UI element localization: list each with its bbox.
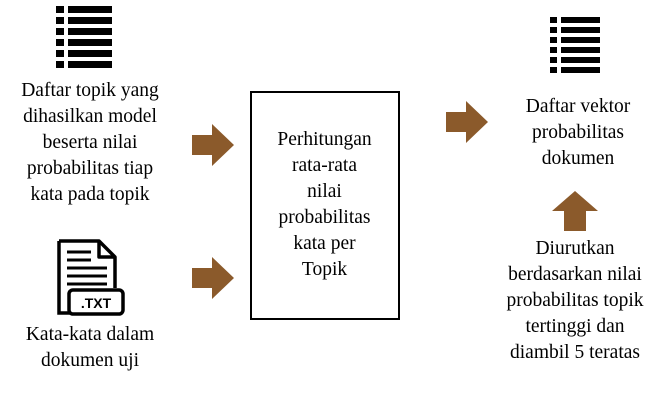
topic-line-2: dihasilkan model — [23, 106, 157, 127]
output-list-icon — [550, 17, 600, 73]
sorting-line-2: berdasarkan nilai — [508, 264, 642, 285]
document-line-1: Kata-kata dalam — [25, 324, 155, 345]
process-line-1: Perhitungan — [277, 129, 372, 150]
output-line-2: probabilitas — [531, 122, 625, 143]
process-box: Perhitungan rata-rata nilai probabilitas… — [250, 91, 400, 320]
txt-file-label: .TXT — [80, 295, 112, 311]
arrow-sorting-to-output — [552, 191, 598, 231]
topic-line-5: kata pada topik — [30, 184, 150, 205]
sorting-line-1: Diurutkan — [535, 238, 615, 259]
process-line-3: nilai — [307, 181, 342, 202]
arrow-topics-to-process — [192, 124, 234, 166]
arrow-document-to-process — [192, 257, 234, 299]
sorting-description: Diurutkan berdasarkan nilai probabilitas… — [485, 236, 665, 366]
topic-line-3: beserta nilai — [42, 132, 138, 153]
topic-line-4: probabilitas tiap — [26, 158, 154, 179]
output-description: Daftar vektor probabilitas dokumen — [493, 94, 663, 172]
process-text: Perhitungan rata-rata nilai probabilitas… — [252, 127, 397, 283]
process-line-2: rata-rata — [292, 155, 357, 176]
arrow-process-to-output — [446, 101, 488, 143]
process-line-6: Topik — [301, 259, 348, 280]
topic-list-description: Daftar topik yang dihasilkan model beser… — [0, 78, 180, 208]
sorting-line-4: tertinggi dan — [525, 316, 625, 337]
topic-list-icon — [56, 6, 112, 68]
topic-line-1: Daftar topik yang — [21, 80, 159, 101]
document-line-2: dokumen uji — [40, 350, 140, 371]
process-line-5: kata per — [293, 233, 356, 254]
process-line-4: probabilitas — [278, 207, 371, 228]
sorting-line-5: diambil 5 teratas — [510, 342, 640, 363]
document-description: Kata-kata dalam dokumen uji — [0, 322, 180, 374]
output-line-1: Daftar vektor — [525, 96, 631, 117]
output-line-3: dokumen — [541, 148, 615, 169]
sorting-line-3: probabilitas topik — [506, 290, 644, 311]
txt-file-icon: .TXT — [55, 238, 127, 316]
